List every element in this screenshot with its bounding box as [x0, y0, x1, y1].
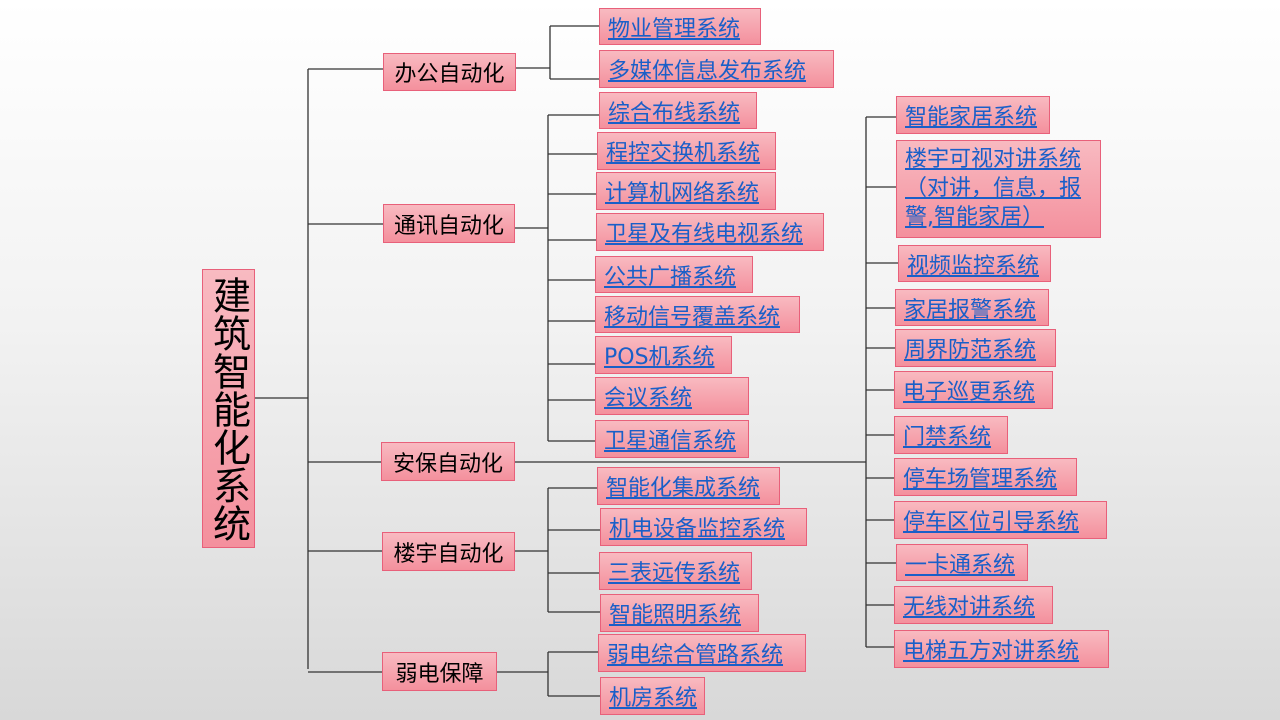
branch-communication: 通讯自动化	[383, 204, 515, 243]
leaf-link[interactable]: 智能照明系统	[600, 594, 759, 632]
leaf-link[interactable]: 会议系统	[595, 377, 749, 415]
branch-security: 安保自动化	[381, 442, 515, 481]
leaf-link[interactable]: 一卡通系统	[896, 544, 1028, 581]
leaf-link[interactable]: 周界防范系统	[895, 329, 1056, 367]
branch-building: 楼宇自动化	[382, 532, 515, 571]
leaf-link[interactable]: 智能化集成系统	[597, 467, 780, 505]
leaf-link[interactable]: 多媒体信息发布系统	[599, 50, 834, 88]
leaf-link[interactable]: 智能家居系统	[896, 96, 1050, 134]
leaf-link[interactable]: 公共广播系统	[595, 256, 753, 293]
leaf-link[interactable]: 门禁系统	[894, 416, 1008, 454]
leaf-link[interactable]: 物业管理系统	[599, 8, 761, 45]
leaf-link[interactable]: 停车场管理系统	[894, 458, 1077, 496]
leaf-link[interactable]: 三表远传系统	[599, 552, 752, 590]
leaf-link[interactable]: 卫星通信系统	[595, 420, 749, 458]
leaf-link[interactable]: 家居报警系统	[895, 289, 1049, 326]
root-node: 建筑智能化系统	[202, 269, 255, 548]
leaf-link[interactable]: 机电设备监控系统	[600, 508, 807, 546]
leaf-link[interactable]: 电梯五方对讲系统	[894, 630, 1109, 668]
leaf-link[interactable]: 移动信号覆盖系统	[595, 296, 800, 333]
leaf-link[interactable]: 卫星及有线电视系统	[596, 213, 824, 251]
leaf-link[interactable]: 综合布线系统	[599, 92, 757, 129]
leaf-link[interactable]: POS机系统	[595, 336, 732, 374]
branch-weak-current: 弱电保障	[382, 652, 497, 691]
leaf-link[interactable]: 程控交换机系统	[597, 132, 776, 170]
leaf-link[interactable]: 无线对讲系统	[894, 586, 1053, 624]
leaf-link[interactable]: 停车区位引导系统	[894, 501, 1107, 539]
leaf-link[interactable]: 机房系统	[600, 677, 705, 715]
branch-office: 办公自动化	[383, 53, 516, 91]
leaf-link[interactable]: 电子巡更系统	[894, 371, 1053, 409]
leaf-link[interactable]: 弱电综合管路系统	[598, 634, 806, 672]
leaf-link[interactable]: 计算机网络系统	[596, 172, 776, 210]
leaf-link[interactable]: 视频监控系统	[898, 245, 1051, 282]
leaf-link[interactable]: 楼宇可视对讲系统（对讲，信息，报警,智能家居）	[896, 140, 1101, 238]
